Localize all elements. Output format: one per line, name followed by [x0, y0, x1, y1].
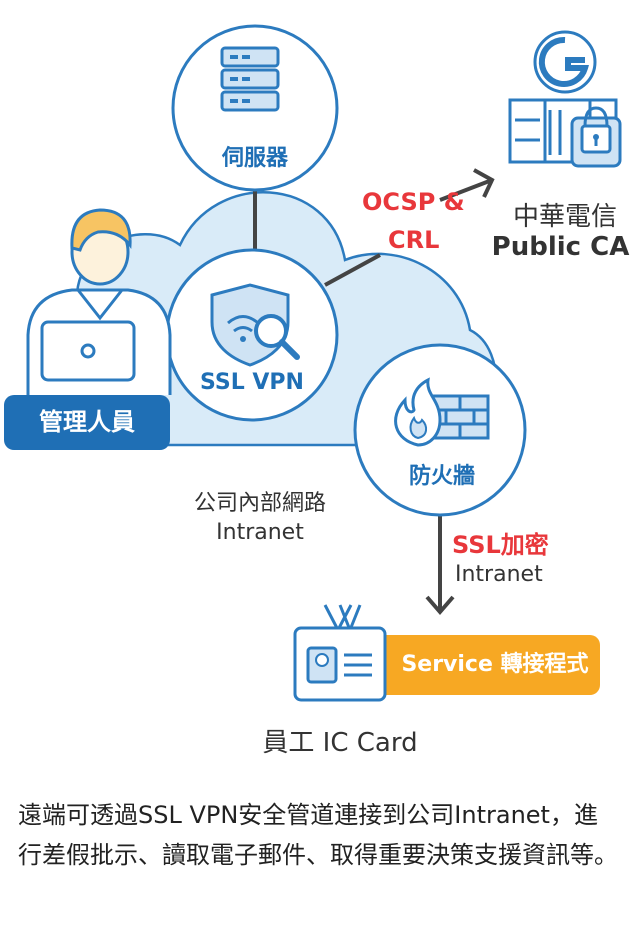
- firewall-node: [353, 343, 527, 517]
- network-line1: 公司內部網路: [193, 491, 326, 516]
- card-label: 員工 IC Card: [262, 728, 418, 758]
- shield-wifi-search-icon: [210, 283, 300, 367]
- firewall-card-arrow: [425, 512, 455, 616]
- firewall-flame-icon: [394, 377, 490, 447]
- service-badge-label: Service 轉接程式: [401, 652, 589, 677]
- ca-arrow: [439, 168, 495, 202]
- ocsp-label: OCSP &: [362, 188, 465, 216]
- server-rack-icon: [220, 46, 280, 112]
- person-laptop-icon: [26, 208, 172, 395]
- ca-sub: Public CA: [491, 232, 630, 262]
- firewall-label: 防火牆: [408, 464, 475, 489]
- admin-badge-bg: [4, 395, 170, 450]
- chunghwa-building-lock-icon: [508, 30, 622, 168]
- ca-name: 中華電信: [512, 202, 617, 232]
- id-card-icon: [293, 604, 600, 702]
- server-node: [171, 24, 339, 192]
- crl-label: CRL: [388, 226, 440, 254]
- ssl-intranet-label: Intranet: [455, 562, 543, 587]
- ssl-vpn-label: SSL VPN: [200, 370, 304, 395]
- vpn-ca-link: [324, 253, 381, 287]
- network-line2: Intranet: [216, 520, 304, 545]
- admin-label: 管理人員: [39, 408, 135, 436]
- ssl-encrypt-label: SSL加密: [452, 531, 549, 559]
- server-label: 伺服器: [221, 146, 288, 171]
- caption-text: 遠端可透過SSL VPN安全管道連接到公司Intranet，進行差假批示、讀取電…: [18, 801, 618, 869]
